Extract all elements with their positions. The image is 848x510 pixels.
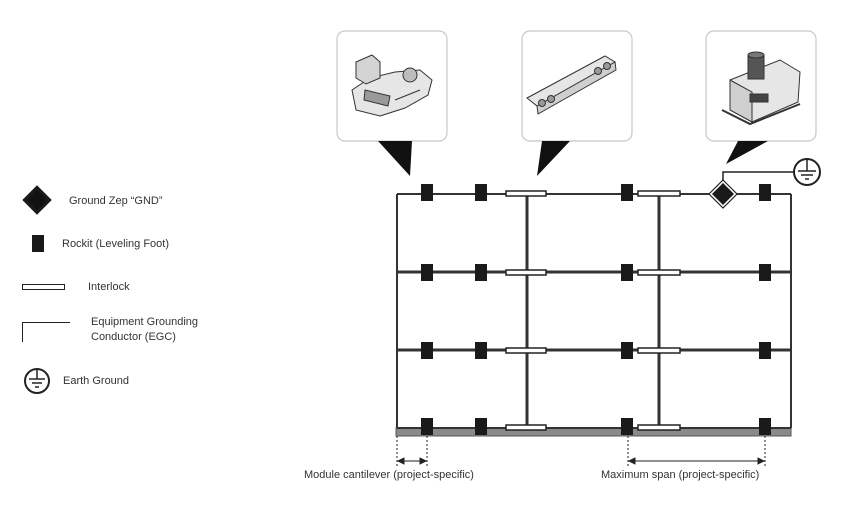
interlock [637, 424, 681, 431]
ground-zep-photo [721, 51, 801, 126]
interlock-callout [521, 30, 633, 176]
rockit [421, 184, 433, 201]
rockit [759, 264, 771, 281]
rockit [421, 342, 433, 359]
interlock [637, 269, 681, 276]
rockit [759, 342, 771, 359]
egc-legend-icon [22, 322, 70, 342]
interlock [637, 347, 681, 354]
cantilever-dimension [396, 436, 428, 468]
rockit [475, 342, 487, 359]
rockit [621, 342, 633, 359]
interlock [505, 347, 547, 354]
legend-egc-label-line1: Equipment Grounding [91, 316, 199, 328]
max-span-dimension [627, 436, 766, 468]
legend-ground-zep-label: Ground Zep “GND” [69, 195, 163, 207]
rockits [421, 184, 771, 435]
cantilever-label: Module cantilever (project-specific) [304, 469, 474, 481]
interlock [505, 190, 547, 197]
interlocks [505, 190, 681, 431]
rockit [421, 418, 433, 435]
rockit [421, 264, 433, 281]
rockit-legend-icon [32, 235, 44, 252]
rockit [759, 418, 771, 435]
rockit-callout [336, 30, 448, 176]
legend-egc-label-line2: Conductor (EGC) [91, 331, 176, 343]
max-span-label: Maximum span (project-specific) [601, 469, 760, 481]
interlock [505, 269, 547, 276]
legend-rockit-label: Rockit (Leveling Foot) [62, 238, 169, 250]
rockit [475, 418, 487, 435]
rockit [621, 184, 633, 201]
legend-earth-ground-label: Earth Ground [63, 375, 130, 387]
legend-interlock-label: Interlock [88, 281, 130, 293]
rockit [475, 264, 487, 281]
rockit [759, 184, 771, 201]
ground-zep [708, 171, 795, 209]
interlock [637, 190, 681, 197]
interlock [505, 424, 547, 431]
interlock-legend-icon [22, 284, 65, 290]
rockit [621, 264, 633, 281]
earth-ground-icon [793, 158, 821, 186]
module-grid [396, 193, 792, 429]
interlock-photo [526, 55, 617, 115]
rockit [475, 184, 487, 201]
rockit-leveling-foot-photo [351, 54, 433, 117]
ground-zep-callout [705, 30, 817, 164]
rockit [621, 418, 633, 435]
base-rail [395, 427, 792, 437]
